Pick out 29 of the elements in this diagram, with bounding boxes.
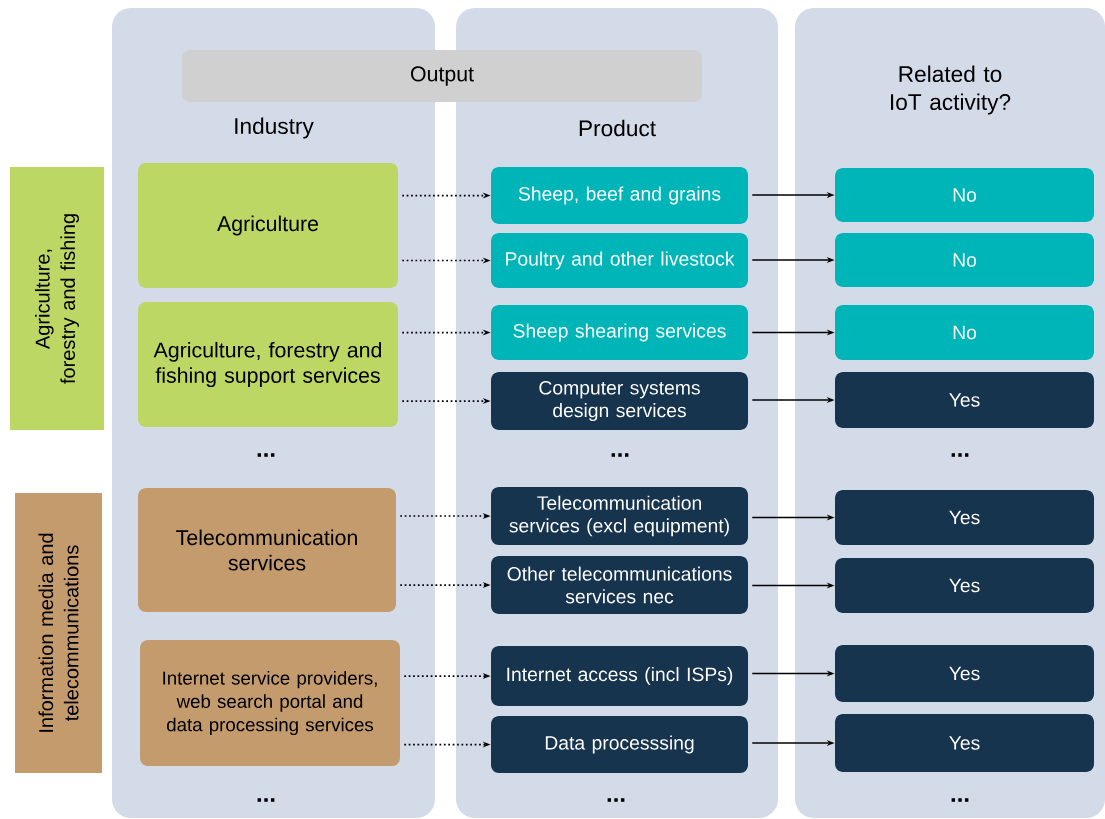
product-box: Sheep shearing services [491,305,748,360]
product-box: Poultry and other livestock [491,233,748,288]
industry-box: Telecommunication services [138,488,396,612]
product-box: Sheep, beef and grains [491,167,748,224]
product-box: No [835,168,1094,222]
ellipsis: ... [951,798,969,802]
product-box: Telecommunication services (excl equipment) [491,487,748,545]
product-box: Yes [835,714,1094,772]
product-box: Yes [835,490,1094,545]
header-bar: Output [182,50,702,102]
product-box: Other telecommunications services nec [491,556,748,614]
product-box: Yes [835,558,1094,613]
industry-box: Internet service providers, web search portal and data processing services [140,640,400,766]
ellipsis: ... [257,798,275,802]
ellipsis: ... [611,453,629,457]
product-box: No [835,305,1094,360]
sector-band: Information media and telecommunications [15,493,102,773]
product-box: Yes [835,372,1094,428]
ellipsis: ... [607,798,625,802]
ellipsis: ... [951,453,969,457]
product-box: Data processsing [491,716,748,773]
industry-box: Agriculture [138,163,398,288]
sector-band: Agriculture, forestry and fishing [10,167,104,430]
product-box: Internet access (incl ISPs) [491,646,748,706]
industry-box: Agriculture, forestry and fishing support services [138,302,398,427]
product-box: Yes [835,645,1094,702]
ellipsis: ... [257,453,275,457]
product-box: No [835,233,1094,287]
product-box: Computer systems design services [491,372,748,430]
